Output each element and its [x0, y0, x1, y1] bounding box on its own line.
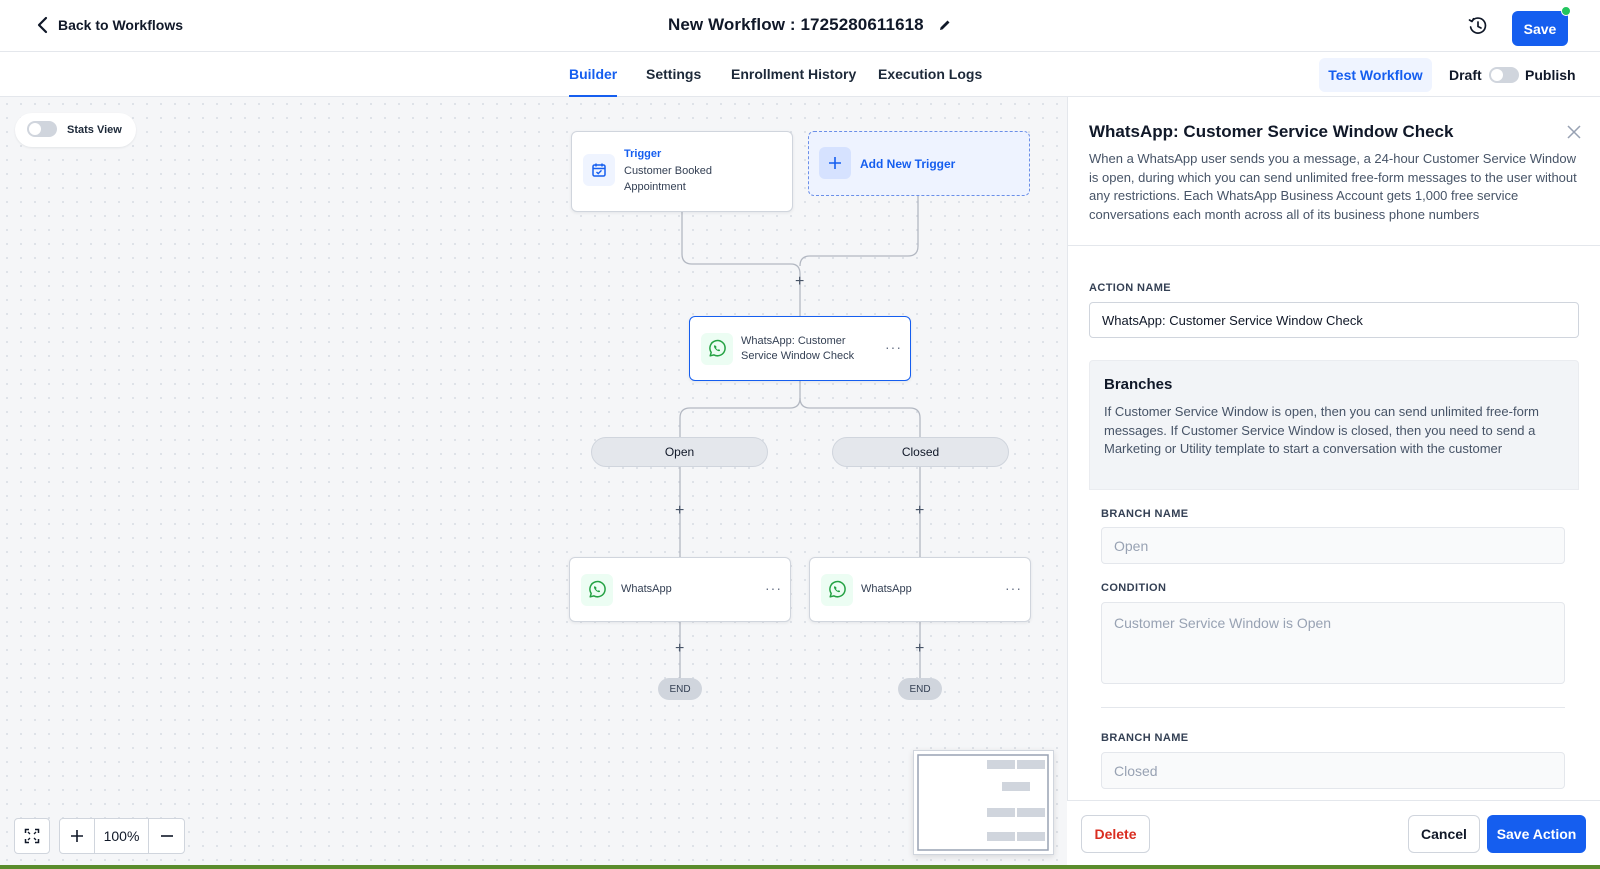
branch-name-field-closed[interactable]: Closed — [1101, 752, 1565, 789]
zoom-out-button[interactable] — [149, 819, 184, 853]
check-node-line1: WhatsApp: Customer — [741, 335, 846, 347]
whatsapp-icon-box — [821, 574, 853, 606]
test-workflow-button[interactable]: Test Workflow — [1319, 58, 1432, 92]
add-trigger-icon-box — [819, 147, 851, 179]
stats-view-label: Stats View — [67, 124, 122, 136]
branches-title: Branches — [1104, 376, 1173, 393]
publish-toggle[interactable] — [1489, 67, 1519, 83]
condition-label: CONDITION — [1101, 582, 1167, 594]
check-node-line2: Service Window Check — [741, 350, 855, 362]
delete-button[interactable]: Delete — [1081, 815, 1150, 853]
branches-info-box — [1089, 360, 1579, 490]
save-button[interactable]: Save — [1512, 11, 1568, 46]
zoom-controls: 100% — [59, 818, 185, 854]
stats-view-toggle[interactable] — [27, 121, 57, 137]
top-header: Back to Workflows New Workflow : 1725280… — [0, 0, 1600, 52]
more-horizontal-icon[interactable]: ··· — [1005, 580, 1022, 596]
trigger-icon-box — [583, 154, 615, 186]
whatsapp-icon — [829, 580, 846, 598]
zoom-in-icon — [71, 830, 83, 842]
zoom-in-button[interactable] — [60, 819, 95, 853]
whatsapp-icon — [709, 339, 726, 357]
action-name-label: ACTION NAME — [1089, 282, 1172, 294]
condition-field-open[interactable]: Customer Service Window is Open — [1101, 602, 1565, 684]
add-new-trigger-label: Add New Trigger — [860, 157, 956, 171]
history-icon[interactable] — [1468, 16, 1488, 36]
tab-builder[interactable]: Builder — [569, 66, 618, 97]
panel-title: WhatsApp: Customer Service Window Check — [1089, 122, 1454, 141]
end-pill: END — [898, 678, 942, 700]
workflow-canvas[interactable] — [0, 97, 1067, 869]
end-pill: END — [658, 678, 702, 700]
zoom-level: 100% — [95, 819, 149, 853]
whatsapp-action-label: WhatsApp — [861, 583, 912, 595]
zoom-out-icon — [160, 835, 173, 837]
more-horizontal-icon[interactable]: ··· — [765, 580, 782, 596]
calendar-icon — [592, 163, 606, 177]
trigger-label: Trigger — [624, 148, 662, 160]
plus-icon — [829, 157, 841, 169]
add-step-plus[interactable]: + — [795, 273, 805, 290]
cancel-button[interactable]: Cancel — [1408, 815, 1480, 853]
save-action-button[interactable]: Save Action — [1487, 815, 1586, 853]
close-icon[interactable] — [1566, 124, 1582, 140]
workflow-title: New Workflow : 1725280611618 — [668, 15, 952, 35]
trigger-name-line1: Customer Booked — [624, 165, 713, 177]
branch-closed-pill[interactable]: Closed — [832, 437, 1009, 467]
divider — [1101, 707, 1565, 708]
fit-screen-button[interactable] — [14, 818, 50, 854]
chevron-left-icon — [37, 16, 48, 34]
pencil-icon[interactable] — [938, 18, 952, 32]
minimap-preview — [917, 754, 1049, 851]
whatsapp-icon-box — [581, 574, 613, 606]
tabs-bar: Builder Settings Enrollment History Exec… — [0, 52, 1600, 97]
check-icon-box — [701, 333, 733, 365]
whatsapp-icon — [589, 580, 606, 598]
panel-description: When a WhatsApp user sends you a message… — [1089, 151, 1577, 222]
tab-execution-logs[interactable]: Execution Logs — [878, 66, 983, 82]
trigger-name-line2: Appointment — [624, 181, 686, 193]
branches-description: If Customer Service Window is open, then… — [1104, 404, 1539, 456]
minimap[interactable] — [913, 750, 1054, 855]
branch-open-pill[interactable]: Open — [591, 437, 768, 467]
tab-enrollment-history[interactable]: Enrollment History — [731, 66, 857, 82]
branch-name-label: BRANCH NAME — [1101, 508, 1189, 520]
tab-settings[interactable]: Settings — [646, 66, 702, 82]
workflow-title-text: New Workflow : 1725280611618 — [668, 15, 924, 34]
add-step-plus[interactable]: + — [915, 640, 925, 657]
publish-label: Publish — [1525, 67, 1576, 83]
window-bottom-edge — [0, 865, 1600, 869]
status-dot — [1561, 6, 1571, 16]
add-step-plus[interactable]: + — [675, 502, 685, 519]
branch-name-label: BRANCH NAME — [1101, 732, 1189, 744]
divider — [1067, 245, 1600, 246]
add-step-plus[interactable]: + — [675, 640, 685, 657]
more-horizontal-icon[interactable]: ··· — [885, 339, 902, 355]
back-to-workflows-link[interactable]: Back to Workflows — [36, 16, 183, 34]
draft-label: Draft — [1449, 67, 1482, 83]
whatsapp-action-label: WhatsApp — [621, 583, 672, 595]
action-name-input[interactable] — [1089, 302, 1579, 338]
fit-screen-icon — [24, 828, 40, 844]
add-step-plus[interactable]: + — [915, 502, 925, 519]
back-label: Back to Workflows — [58, 17, 183, 33]
branch-name-field-open[interactable]: Open — [1101, 527, 1565, 564]
connector-lines — [679, 196, 921, 678]
